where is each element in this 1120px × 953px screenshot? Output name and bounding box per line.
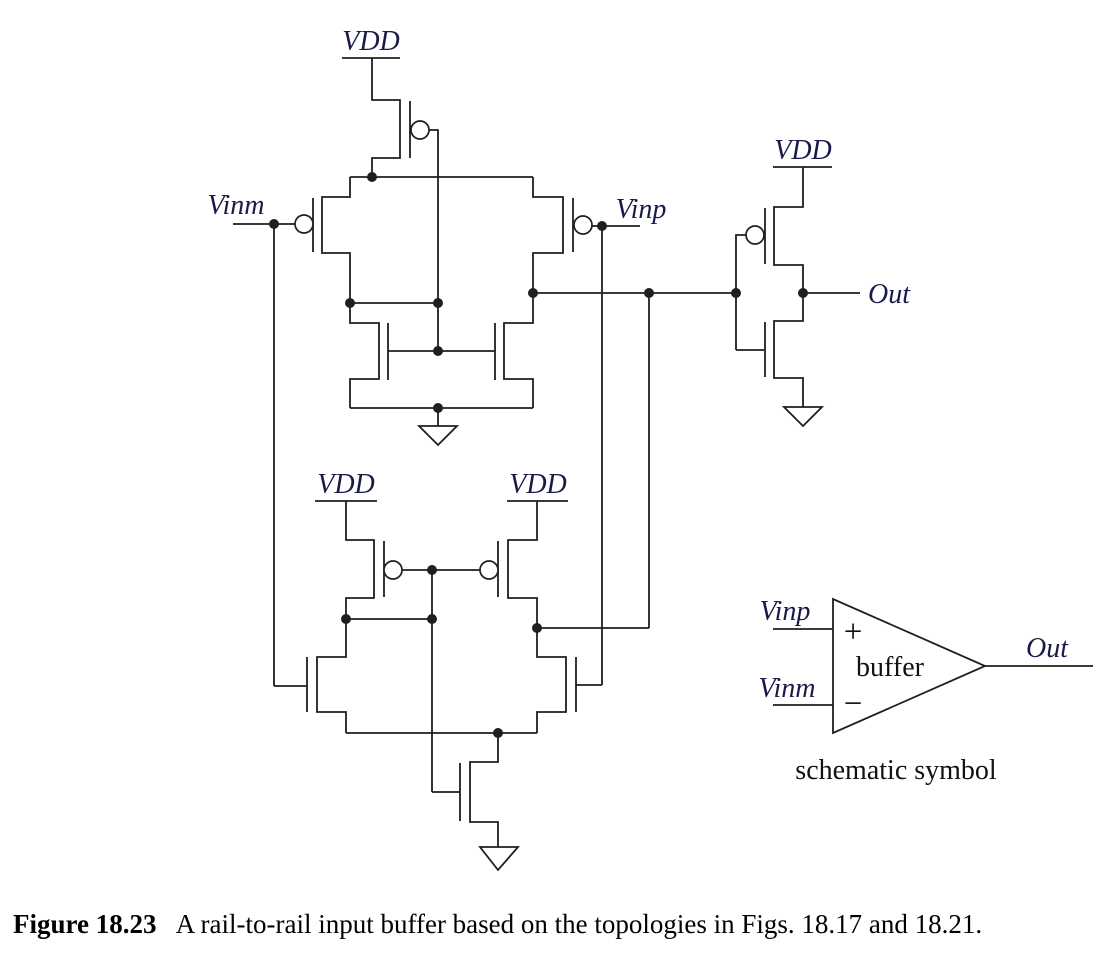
nmos-tail-wires [432, 733, 499, 847]
nmos-input-pair-bottom [274, 619, 602, 734]
inversion-bubble [573, 215, 593, 235]
symbol-vinp-label: Vinp [760, 596, 811, 627]
inversion-bubble [745, 225, 765, 245]
figure-caption-body: A rail-to-rail input buffer based on the… [176, 909, 982, 939]
buffer-label: buffer [856, 652, 925, 683]
junction-dot [367, 172, 377, 182]
junction-dot [433, 346, 443, 356]
interstage-wires [273, 224, 735, 686]
inversion-bubble [479, 560, 499, 580]
interstage-wire-paths [273, 224, 735, 686]
junction-dot [345, 298, 355, 308]
junction-dot [528, 288, 538, 298]
junction-dot [341, 614, 351, 624]
vinp-label-top: Vinp [616, 194, 667, 225]
buffer-triangle [832, 597, 988, 735]
junction-dot [433, 403, 443, 413]
vdd-label-bottom-right: VDD [509, 469, 567, 500]
inversion-bubble [383, 560, 403, 580]
inversion-bubble [294, 214, 314, 234]
junction-dot [644, 288, 654, 298]
junction-dot [433, 298, 443, 308]
symbol-caption: schematic symbol [795, 755, 997, 786]
out-label-output-stage: Out [868, 279, 911, 310]
vinm-label-top: Vinm [207, 190, 264, 221]
junction-dot [427, 565, 437, 575]
ground-symbol [416, 425, 460, 447]
junction-dot [427, 614, 437, 624]
pmos-input-pair-top [233, 176, 640, 303]
junction-dot [493, 728, 503, 738]
plus-sign: + [844, 614, 863, 650]
pmos-input-pair-wires [233, 176, 640, 303]
vdd-label-bottom-left: VDD [317, 469, 375, 500]
minus-sign: − [844, 686, 863, 722]
vdd-label-top: VDD [342, 26, 400, 57]
vdd-label-output-stage: VDD [774, 135, 832, 166]
ground-symbol [781, 406, 825, 428]
junction-dot [731, 288, 741, 298]
nmos-mirror-top [349, 293, 534, 447]
buffer-symbol-leads [773, 628, 1093, 706]
output-stage [735, 166, 860, 428]
inversion-bubble [410, 120, 430, 140]
junction-dots [269, 172, 808, 738]
buffer-symbol [773, 597, 1093, 735]
symbol-vinm-label: Vinm [758, 673, 815, 704]
pmos-loads-bottom [315, 500, 649, 792]
pmos-tail-top [342, 57, 439, 351]
ground-symbol [478, 846, 520, 872]
junction-dot [269, 219, 279, 229]
junction-dot [532, 623, 542, 633]
pmos-tail-top-wires [342, 57, 439, 351]
junction-dot [798, 288, 808, 298]
figure-caption: Figure 18.23 A rail-to-rail input buffer… [13, 909, 982, 939]
junction-dot [597, 221, 607, 231]
nmos-input-pair-wires [274, 619, 602, 734]
nmos-tail-bottom [432, 733, 520, 872]
pmos-loads-wires [315, 500, 649, 792]
figure-number: Figure 18.23 [13, 909, 157, 939]
output-stage-wires [735, 166, 860, 407]
symbol-out-label: Out [1026, 633, 1069, 664]
